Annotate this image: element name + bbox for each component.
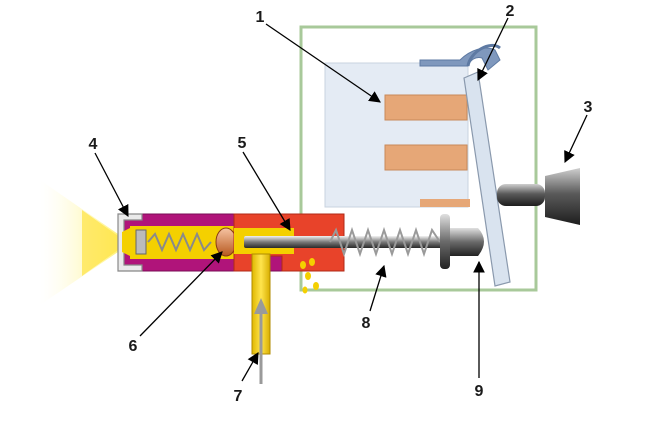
label-4: 4: [89, 136, 98, 153]
leader-7: [241, 351, 259, 382]
fuel-drips: [300, 258, 319, 294]
contact-knob: [497, 168, 580, 225]
label-9: 9: [475, 383, 484, 400]
coil-winding-lower: [384, 144, 468, 171]
leader-2: [477, 17, 509, 82]
return-spring: [329, 226, 441, 258]
plunger-head: [450, 228, 484, 256]
fuel-spray: [40, 180, 118, 305]
spring-seat-flange: [440, 214, 450, 269]
relay-frame: [299, 25, 538, 292]
leader-3: [564, 114, 588, 164]
leader-1: [265, 23, 381, 103]
label-6: 6: [129, 338, 138, 355]
nozzle-cap: [117, 213, 143, 272]
leader-6: [139, 251, 223, 337]
needle-tip: [135, 229, 147, 255]
coil-winding-upper: [384, 94, 468, 121]
nozzle-spring: [147, 231, 212, 253]
label-5: 5: [238, 135, 247, 152]
label-7: 7: [234, 388, 243, 405]
leader-4: [94, 152, 129, 218]
label-2: 2: [506, 3, 515, 20]
label-3: 3: [584, 99, 593, 116]
label-8: 8: [362, 315, 371, 332]
fuel-spray-core: [82, 210, 118, 276]
leader-5: [242, 151, 291, 232]
label-1: 1: [256, 9, 265, 26]
relay-body: [324, 62, 470, 208]
bracket-spring-clip: [466, 43, 501, 67]
leader-lines: [94, 17, 588, 382]
check-ball: [215, 227, 237, 257]
coil-base-strip: [420, 199, 470, 207]
armature-plate: [463, 71, 511, 287]
leader-8: [369, 264, 387, 312]
